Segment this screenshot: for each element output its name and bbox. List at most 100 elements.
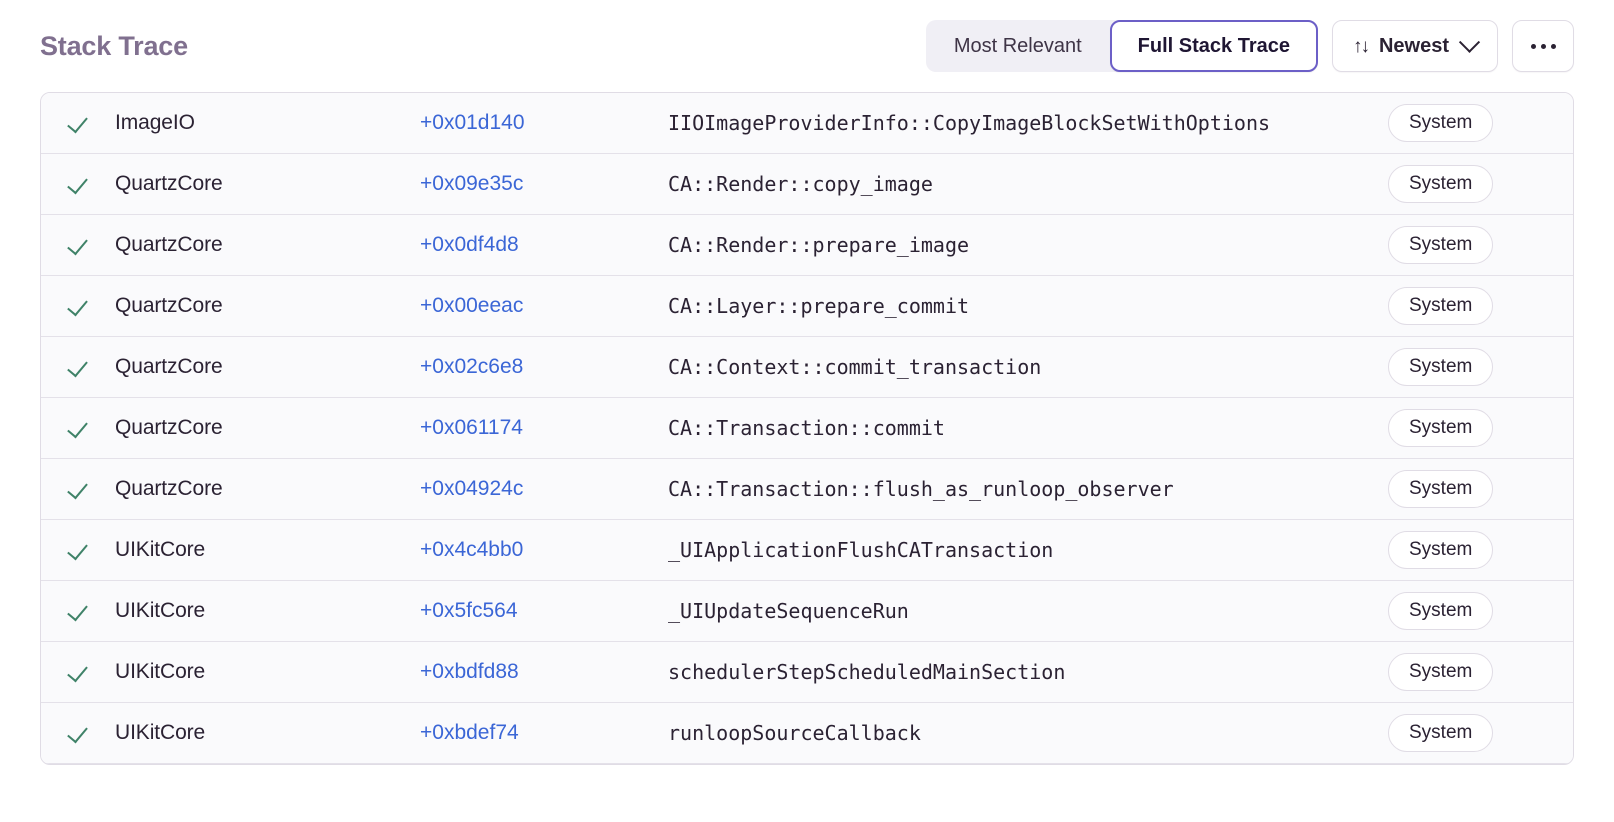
check-icon (69, 600, 91, 622)
frame-status-cell (41, 661, 115, 683)
frame-module: UIKitCore (115, 721, 206, 744)
frame-module: QuartzCore (115, 233, 223, 256)
frame-badge-cell: System (1382, 104, 1567, 142)
frame-status-cell (41, 356, 115, 378)
frame-function: CA::Transaction::commit (668, 415, 945, 440)
frame-module: QuartzCore (115, 294, 223, 317)
frame-module: QuartzCore (115, 477, 223, 500)
frame-status-cell (41, 417, 115, 439)
frame-status-cell (41, 112, 115, 134)
table-row[interactable]: QuartzCore +0x061174 CA::Transaction::comm… (41, 398, 1573, 459)
frame-address-link[interactable]: +0xbdef74 (420, 721, 519, 744)
segment-full-stack-trace[interactable]: Full Stack Trace (1109, 20, 1318, 72)
stack-view-segmented-control[interactable]: Most Relevant Full Stack Trace (925, 20, 1318, 72)
frame-function: runloopSourceCallback (668, 720, 921, 745)
frame-address-link[interactable]: +0x0df4d8 (420, 233, 519, 256)
status-badge: System (1388, 531, 1494, 569)
frame-address-link[interactable]: +0x01d140 (420, 111, 525, 134)
status-badge: System (1388, 287, 1494, 325)
frame-address-link[interactable]: +0x04924c (420, 477, 524, 500)
status-badge: System (1388, 104, 1494, 142)
table-row[interactable]: UIKitCore +0x4c4bb0 _UIApplicationFlushCAT… (41, 520, 1573, 581)
frame-address-link[interactable]: +0x00eeac (420, 294, 524, 317)
frame-function: CA::Context::commit_transaction (668, 354, 1042, 379)
frame-address-link[interactable]: +0x02c6e8 (420, 355, 524, 378)
check-icon (69, 661, 91, 683)
frame-status-cell (41, 539, 115, 561)
chevron-down-icon (1458, 31, 1481, 53)
frame-status-cell (41, 600, 115, 622)
frame-module: UIKitCore (115, 660, 206, 683)
table-row[interactable]: UIKitCore +0xbdfd88 schedulerStepScheduled… (41, 642, 1573, 703)
frame-module: ImageIO (115, 111, 195, 134)
frame-function: CA::Layer::prepare_commit (668, 293, 970, 318)
frame-address-link[interactable]: +0x09e35c (420, 172, 524, 195)
frame-module: UIKitCore (115, 599, 206, 622)
check-icon (69, 295, 91, 317)
frame-status-cell (41, 722, 115, 744)
page-title: Stack Trace (40, 30, 188, 61)
status-badge: System (1388, 653, 1494, 691)
frame-module: QuartzCore (115, 355, 223, 378)
frame-badge-cell: System (1382, 470, 1567, 508)
status-badge: System (1388, 226, 1494, 264)
frame-badge-cell: System (1382, 714, 1567, 752)
table-row[interactable]: UIKitCore +0xbdef74 runloopSourceCallback S… (41, 703, 1573, 764)
check-icon (69, 478, 91, 500)
check-icon (69, 173, 91, 195)
frame-module: QuartzCore (115, 172, 223, 195)
table-row[interactable]: ImageIO +0x01d140 IIOImageProviderInfo::Co… (41, 93, 1573, 154)
frame-function: _UIApplicationFlushCATransaction (668, 537, 1054, 562)
frame-function: schedulerStepScheduledMainSection (668, 659, 1066, 684)
sort-button[interactable]: ↑↓ Newest (1331, 20, 1498, 72)
check-icon (69, 112, 91, 134)
status-badge: System (1388, 714, 1494, 752)
stack-trace-header: Stack Trace Most Relevant Full Stack Tra… (0, 0, 1614, 92)
table-row[interactable]: UIKitCore +0x5fc564 _UIUpdateSequenceRun Sy… (41, 581, 1573, 642)
frame-function: IIOImageProviderInfo::CopyImageBlockSetW… (668, 110, 1271, 135)
frame-function: CA::Render::copy_image (668, 171, 933, 196)
frame-module: QuartzCore (115, 416, 223, 439)
frame-badge-cell: System (1382, 653, 1567, 691)
check-icon (69, 234, 91, 256)
check-icon (69, 356, 91, 378)
frame-function: _UIUpdateSequenceRun (668, 598, 909, 623)
frame-address-link[interactable]: +0xbdfd88 (420, 660, 519, 683)
table-row[interactable]: QuartzCore +0x09e35c CA::Render::copy_imag… (41, 154, 1573, 215)
frame-status-cell (41, 295, 115, 317)
frame-address-link[interactable]: +0x4c4bb0 (420, 538, 524, 561)
frame-function: CA::Render::prepare_image (668, 232, 970, 257)
frame-badge-cell: System (1382, 531, 1567, 569)
frame-badge-cell: System (1382, 348, 1567, 386)
table-row[interactable]: QuartzCore +0x04924c CA::Transaction::flus… (41, 459, 1573, 520)
frame-module: UIKitCore (115, 538, 206, 561)
frame-badge-cell: System (1382, 409, 1567, 447)
status-badge: System (1388, 409, 1494, 447)
check-icon (69, 539, 91, 561)
header-controls: Most Relevant Full Stack Trace ↑↓ Newest (925, 20, 1574, 72)
check-icon (69, 722, 91, 744)
status-badge: System (1388, 470, 1494, 508)
frame-badge-cell: System (1382, 592, 1567, 630)
frame-status-cell (41, 173, 115, 195)
table-row[interactable]: QuartzCore +0x02c6e8 CA::Context::commit_t… (41, 337, 1573, 398)
segment-most-relevant[interactable]: Most Relevant (953, 34, 1082, 57)
status-badge: System (1388, 348, 1494, 386)
sort-button-label: Newest (1378, 34, 1449, 57)
frame-function: CA::Transaction::flush_as_runloop_observ… (668, 476, 1174, 501)
ellipsis-icon (1530, 43, 1556, 49)
frame-badge-cell: System (1382, 165, 1567, 203)
frame-address-link[interactable]: +0x5fc564 (420, 599, 518, 622)
more-options-button[interactable] (1512, 20, 1574, 72)
frame-status-cell (41, 234, 115, 256)
frame-status-cell (41, 478, 115, 500)
table-row[interactable]: QuartzCore +0x00eeac CA::Layer::prepare_co… (41, 276, 1573, 337)
table-row[interactable]: QuartzCore +0x0df4d8 CA::Render::prepare_i… (41, 215, 1573, 276)
check-icon (69, 417, 91, 439)
frame-badge-cell: System (1382, 226, 1567, 264)
frame-badge-cell: System (1382, 287, 1567, 325)
sort-arrows-icon: ↑↓ (1352, 35, 1370, 57)
status-badge: System (1388, 165, 1494, 203)
frame-address-link[interactable]: +0x061174 (420, 416, 523, 439)
